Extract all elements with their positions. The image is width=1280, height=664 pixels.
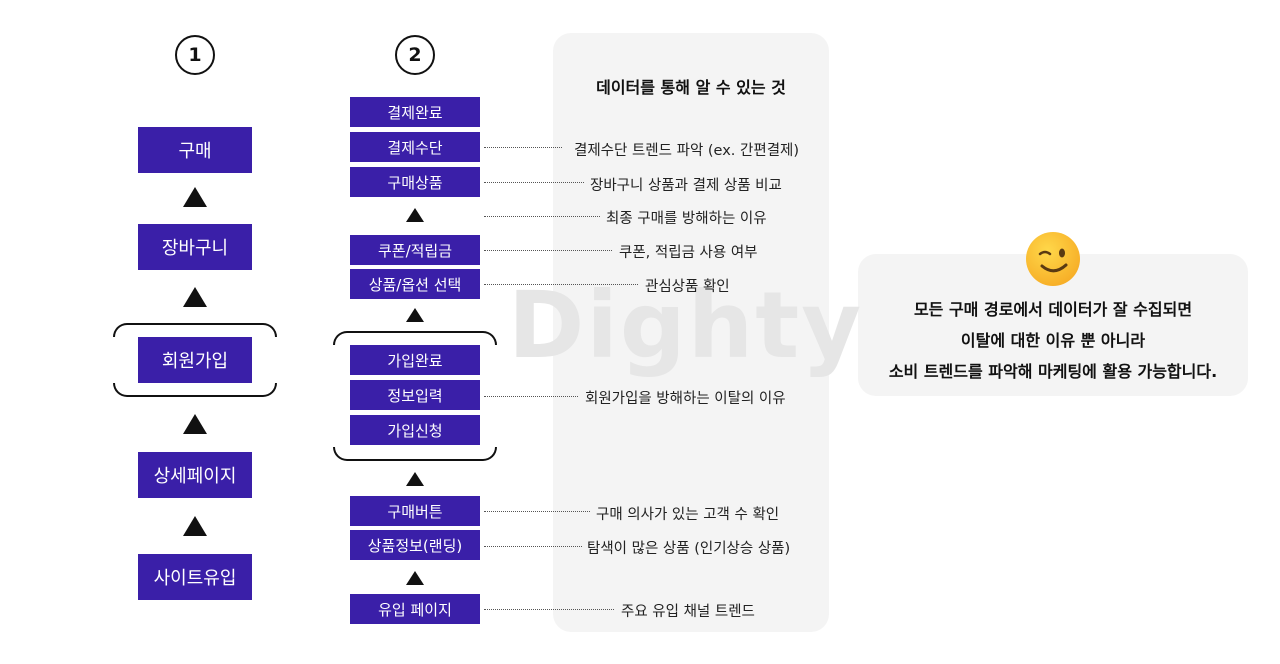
arrow-up-icon — [406, 208, 424, 222]
insight-label: 결제수단 트렌드 파악 (ex. 간편결제) — [574, 143, 800, 159]
step-number-2: 2 — [395, 35, 435, 75]
winking-face-icon — [1038, 248, 1068, 273]
step-number-1: 1 — [175, 35, 215, 75]
connector-line — [484, 284, 638, 285]
connector-line — [484, 511, 590, 512]
step-signup-request: 가입신청 — [350, 415, 480, 445]
step-info-input: 정보입력 — [350, 380, 480, 410]
step-buy-button: 구매버튼 — [350, 496, 480, 526]
bracket-bottom — [113, 383, 277, 397]
flow-step-site-entry: 사이트유입 — [138, 554, 252, 600]
step-entry-page: 유입 페이지 — [350, 594, 480, 624]
connector-line — [484, 396, 578, 397]
arrow-up-icon — [183, 516, 207, 536]
step-payment-complete: 결제완료 — [350, 97, 480, 127]
summary-line: 소비 트렌드를 파악해 마케팅에 활용 가능합니다. — [888, 362, 1218, 381]
summary-text: 모든 구매 경로에서 데이터가 잘 수집되면 이탈에 대한 이유 뿐 아니라 소… — [858, 294, 1248, 387]
flow-step-purchase: 구매 — [138, 127, 252, 173]
arrow-up-icon — [406, 308, 424, 322]
step-purchased-items: 구매상품 — [350, 167, 480, 197]
flow-step-cart: 장바구니 — [138, 224, 252, 270]
arrow-up-icon — [183, 414, 207, 434]
connector-line — [484, 546, 582, 547]
winking-face-icon — [1026, 232, 1080, 286]
flow-step-signup: 회원가입 — [138, 337, 252, 383]
insight-label: 최종 구매를 방해하는 이유 — [606, 211, 767, 227]
arrow-up-icon — [183, 287, 207, 307]
arrow-up-icon — [183, 187, 207, 207]
insight-label: 쿠폰, 적립금 사용 여부 — [619, 245, 758, 261]
summary-line: 이탈에 대한 이유 뿐 아니라 — [960, 331, 1146, 350]
insight-panel — [553, 33, 829, 632]
insight-label: 주요 유입 채널 트렌드 — [621, 604, 755, 620]
step-coupon-points: 쿠폰/적립금 — [350, 235, 480, 265]
step-product-landing: 상품정보(랜딩) — [350, 530, 480, 560]
bracket-bottom — [333, 447, 497, 461]
step-option-select: 상품/옵션 선택 — [350, 269, 480, 299]
insight-label: 장바구니 상품과 결제 상품 비교 — [590, 178, 782, 194]
step-payment-method: 결제수단 — [350, 132, 480, 162]
bracket-top — [333, 331, 497, 345]
watermark: Dighty — [508, 272, 864, 379]
step-signup-complete: 가입완료 — [350, 345, 480, 375]
insight-label: 관심상품 확인 — [645, 279, 730, 295]
summary-line: 모든 구매 경로에서 데이터가 잘 수집되면 — [913, 300, 1193, 319]
connector-line — [484, 147, 562, 148]
connector-line — [484, 182, 584, 183]
connector-line — [484, 609, 614, 610]
panel-title: 데이터를 통해 알 수 있는 것 — [596, 78, 786, 97]
insight-label: 구매 의사가 있는 고객 수 확인 — [596, 507, 780, 523]
insight-label: 탐색이 많은 상품 (인기상승 상품) — [587, 541, 791, 557]
connector-line — [484, 250, 612, 251]
connector-line — [484, 216, 600, 217]
insight-label: 회원가입을 방해하는 이탈의 이유 — [585, 391, 786, 407]
bracket-top — [113, 323, 277, 337]
arrow-up-icon — [406, 472, 424, 486]
arrow-up-icon — [406, 571, 424, 585]
flow-step-detail-page: 상세페이지 — [138, 452, 252, 498]
